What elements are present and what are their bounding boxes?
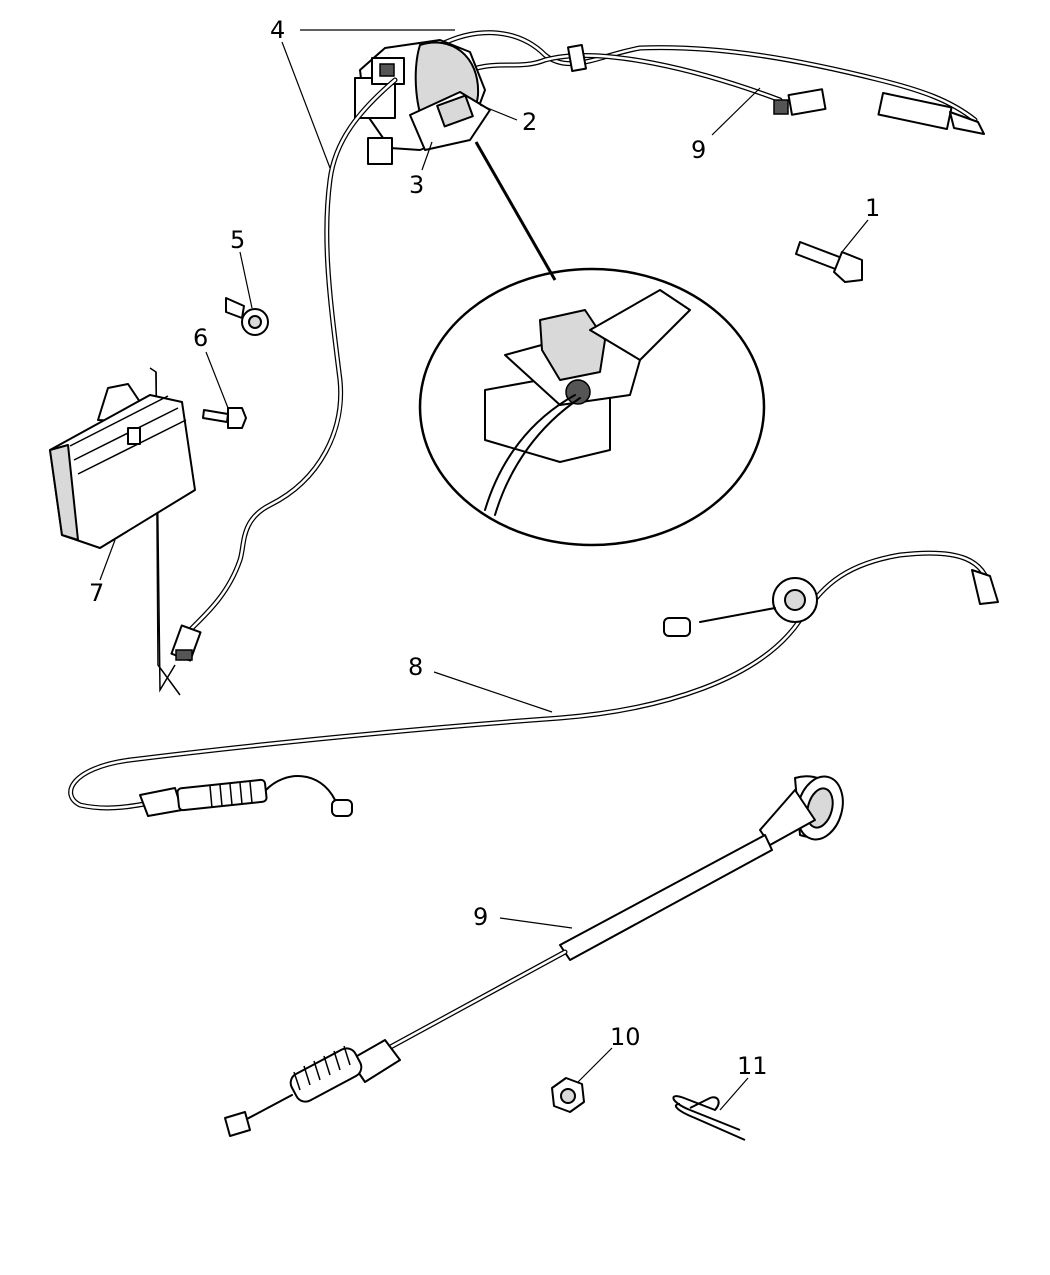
callout-6: 6 [193,324,208,352]
callout-1: 1 [865,194,880,222]
cable-4 [170,77,398,662]
callout-7: 7 [89,579,104,607]
screw-part-6 [202,407,247,429]
actuator-assembly [354,30,985,165]
leader-lines [99,29,869,1111]
cable-8 [68,550,999,817]
module-part-7 [49,367,196,696]
callout-4: 4 [270,16,285,44]
callout-9-top: 9 [691,136,706,164]
clip-part-11 [672,1095,746,1141]
fastener-part-5 [225,297,269,336]
callout-5: 5 [230,226,245,254]
cable-9-lower [224,775,844,1137]
callout-11: 11 [737,1052,768,1080]
callout-10: 10 [610,1023,641,1051]
callout-8: 8 [408,653,423,681]
callout-labels: 4 2 3 9 1 5 6 7 8 9 10 11 [89,16,880,1080]
nut-part-10 [551,1077,585,1113]
callout-2: 2 [522,108,537,136]
detail-view [418,141,766,547]
callout-9-bottom: 9 [473,903,488,931]
bolt-part-1 [795,241,863,283]
callout-3: 3 [409,171,424,199]
